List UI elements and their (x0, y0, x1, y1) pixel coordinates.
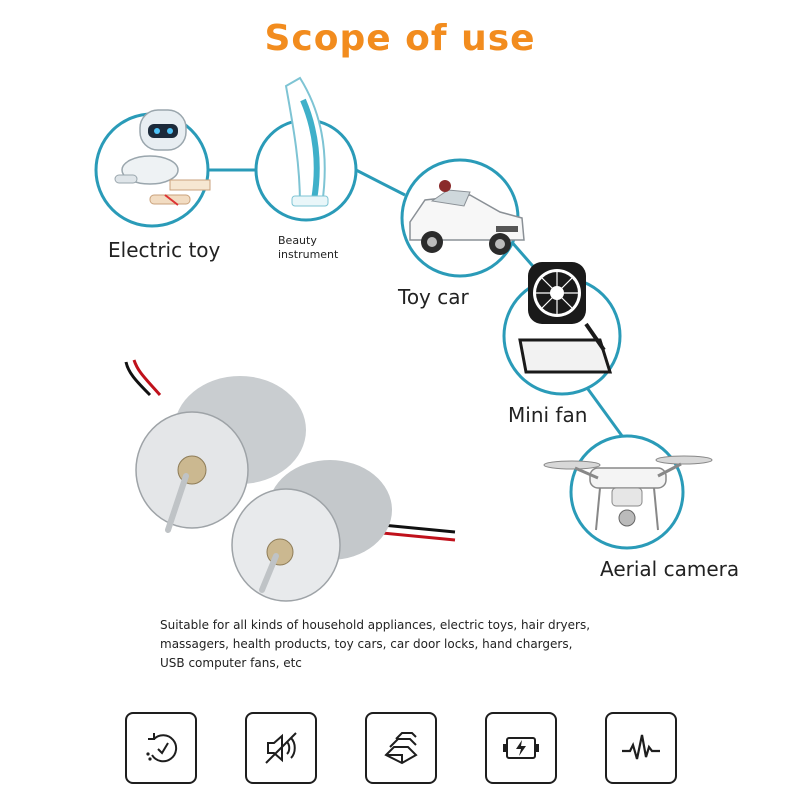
beauty-instrument-icon (284, 76, 329, 207)
feature-pulse-wave (605, 712, 677, 784)
application-label-beauty-instrument: Beauty instrument (278, 234, 339, 261)
rotation-icon (146, 733, 178, 763)
application-label-mini-fan: Mini fan (508, 403, 588, 427)
low-noise-icon (265, 732, 297, 764)
feature-durable-metal (365, 712, 437, 784)
feature-rotation (125, 712, 197, 784)
aerial-camera-node (543, 434, 713, 550)
electric-toy-node (94, 109, 211, 228)
feature-low-noise (245, 712, 317, 784)
description-text: Suitable for all kinds of household appl… (160, 618, 591, 670)
durable-metal-icon (384, 732, 418, 765)
battery-power-icon (503, 737, 539, 759)
dc-motor-image (124, 359, 456, 602)
robot-icon (114, 109, 211, 206)
page-title: Scope of use (264, 18, 536, 59)
mini-fan-node (502, 262, 622, 396)
drone-icon (543, 455, 713, 531)
mini-fan-icon (518, 262, 613, 374)
application-label-toy-car: Toy car (398, 285, 469, 309)
toy-car-icon (409, 180, 525, 255)
feature-battery-power (485, 712, 557, 784)
beauty-instrument-node (254, 76, 358, 222)
feature-icons-row (0, 712, 800, 792)
pulse-wave-icon (622, 734, 660, 760)
application-label-electric-toy: Electric toy (108, 238, 221, 262)
toy-car-node (400, 158, 525, 278)
application-label-aerial-camera: Aerial camera (600, 557, 740, 581)
